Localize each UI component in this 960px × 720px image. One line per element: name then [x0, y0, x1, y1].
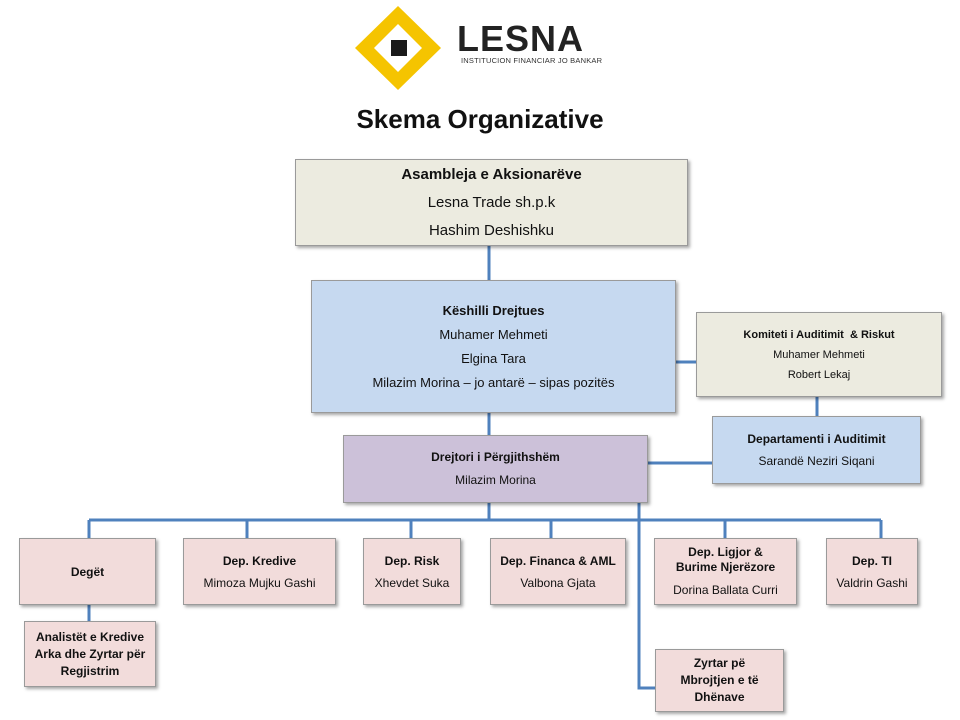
- risk-dept-box: Dep. Risk Xhevdet Suka: [363, 538, 461, 605]
- audit-dept-title: Departamenti i Auditimit: [747, 432, 886, 446]
- connector-ceo-dpo: [637, 503, 655, 690]
- assembly-line1: Lesna Trade sh.p.k: [427, 193, 556, 211]
- it-dept-line1: Valdrin Gashi: [836, 575, 908, 590]
- board-title: Këshilli Drejtues: [442, 302, 545, 318]
- legal-hr-dept-title1: Dep. Ligjor &: [688, 545, 763, 559]
- dpo-line1: Zyrtar pë: [693, 656, 746, 670]
- credit-dept-title: Dep. Kredive: [222, 553, 297, 568]
- audit-committee-title: Komiteti i Auditimit & Riskut: [743, 328, 895, 341]
- assembly-box: Asambleja e Aksionarëve Lesna Trade sh.p…: [295, 159, 688, 246]
- audit-committee-line1: Muhamer Mehmeti: [773, 348, 865, 361]
- board-line1: Muhamer Mehmeti: [439, 326, 548, 342]
- credit-dept-line1: Mimoza Mujku Gashi: [203, 575, 316, 590]
- board-box: Këshilli Drejtues Muhamer Mehmeti Elgina…: [311, 280, 676, 413]
- analysts-line2: Arka dhe Zyrtar për: [34, 646, 146, 661]
- finance-dept-box: Dep. Financa & AML Valbona Gjata: [490, 538, 626, 605]
- logo-diamond-icon: [355, 6, 441, 90]
- risk-dept-title: Dep. Risk: [384, 553, 440, 568]
- credit-dept-box: Dep. Kredive Mimoza Mujku Gashi: [183, 538, 336, 605]
- legal-hr-dept-box: Dep. Ligjor & Burime Njerëzore Dorina Ba…: [654, 538, 797, 605]
- analysts-line3: Regjistrim: [60, 663, 120, 678]
- legal-hr-dept-title2: Burime Njerëzore: [675, 560, 776, 574]
- ceo-box: Drejtori i Përgjithshëm Milazim Morina: [343, 435, 648, 503]
- ceo-title: Drejtori i Përgjithshëm: [431, 450, 560, 464]
- legal-hr-dept-line1: Dorina Ballata Curri: [673, 583, 778, 597]
- it-dept-title: Dep. TI: [851, 553, 892, 568]
- dpo-box: Zyrtar pë Mbrojtjen e të Dhënave: [655, 649, 784, 712]
- logo-wordmark: LESNA: [457, 18, 585, 59]
- finance-dept-line1: Valbona Gjata: [520, 575, 596, 590]
- board-line2: Elgina Tara: [461, 350, 526, 366]
- ceo-line1: Milazim Morina: [455, 473, 536, 487]
- board-line3: Milazim Morina – jo antarë – sipas pozit…: [372, 374, 615, 390]
- branches-title: Degët: [70, 564, 105, 579]
- lesna-logo: LESNA INSTITUCION FINANCIAR JO BANKAR: [355, 4, 605, 92]
- risk-dept-line1: Xhevdet Suka: [374, 575, 450, 590]
- audit-committee-box: Komiteti i Auditimit & Riskut Muhamer Me…: [696, 312, 942, 397]
- dpo-line3: Dhënave: [694, 690, 745, 704]
- it-dept-box: Dep. TI Valdrin Gashi: [826, 538, 918, 605]
- audit-committee-line2: Robert Lekaj: [787, 368, 851, 381]
- finance-dept-title: Dep. Financa & AML: [500, 553, 616, 568]
- branches-box: Degët: [19, 538, 156, 605]
- logo-tagline: INSTITUCION FINANCIAR JO BANKAR: [461, 56, 603, 65]
- analysts-box: Analistët e Kredive Arka dhe Zyrtar për …: [24, 621, 156, 687]
- dpo-line2: Mbrojtjen e të: [680, 673, 759, 687]
- page-title: Skema Organizative: [356, 104, 604, 134]
- audit-dept-line1: Sarandë Neziri Siqani: [758, 454, 875, 468]
- assembly-title: Asambleja e Aksionarëve: [401, 165, 582, 183]
- assembly-line2: Hashim Deshishku: [428, 221, 555, 239]
- analysts-line1: Analistët e Kredive: [35, 629, 145, 644]
- audit-dept-box: Departamenti i Auditimit Sarandë Neziri …: [712, 416, 921, 484]
